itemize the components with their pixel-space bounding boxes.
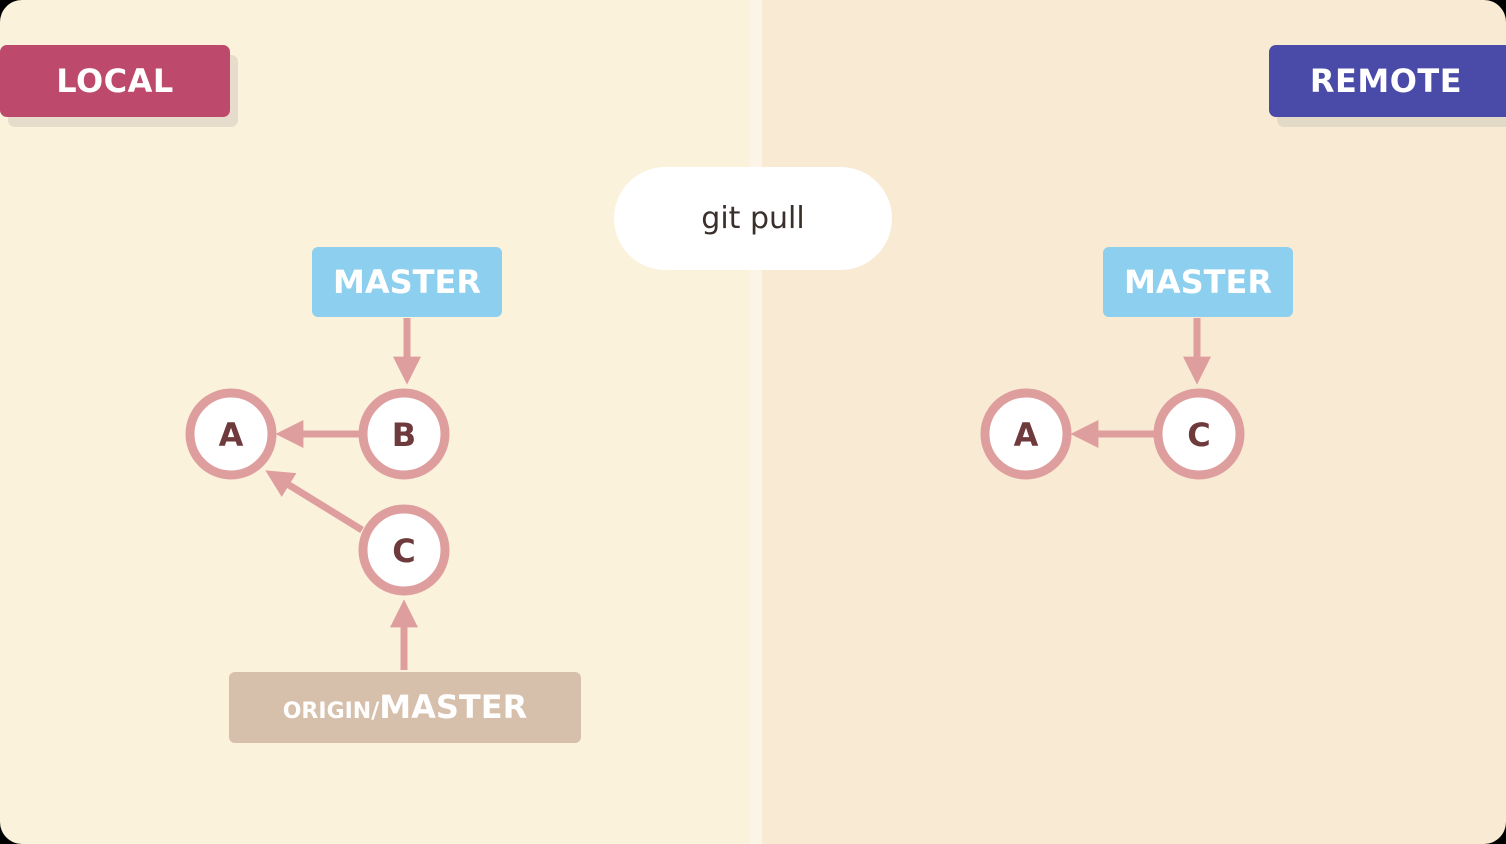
origin-branch: MASTER xyxy=(379,688,528,726)
remote-tag: REMOTE xyxy=(1269,45,1506,117)
local-tag: LOCAL xyxy=(0,45,230,117)
local-master-pointer: MASTER xyxy=(312,247,502,317)
c-to-a-arrow xyxy=(265,470,364,533)
command-bubble: git pull xyxy=(614,167,892,270)
local-commit-b: B xyxy=(358,388,450,480)
remote-commit-c-label: C xyxy=(1187,416,1210,454)
origin-prefix: ORIGIN/ xyxy=(282,699,380,724)
local-commit-a: A xyxy=(185,388,277,480)
remote-master-pointer: MASTER xyxy=(1103,247,1293,317)
local-commit-c-label: C xyxy=(392,532,415,570)
remote-panel xyxy=(762,0,1506,844)
local-commit-c: C xyxy=(358,504,450,596)
local-commit-a-label: A xyxy=(219,416,244,454)
remote-commit-a: A xyxy=(980,388,1072,480)
origin-master-pointer: ORIGIN/MASTER xyxy=(229,672,581,743)
remote-commit-a-label: A xyxy=(1014,416,1039,454)
local-commit-b-label: B xyxy=(392,416,416,454)
remote-commit-c: C xyxy=(1153,388,1245,480)
